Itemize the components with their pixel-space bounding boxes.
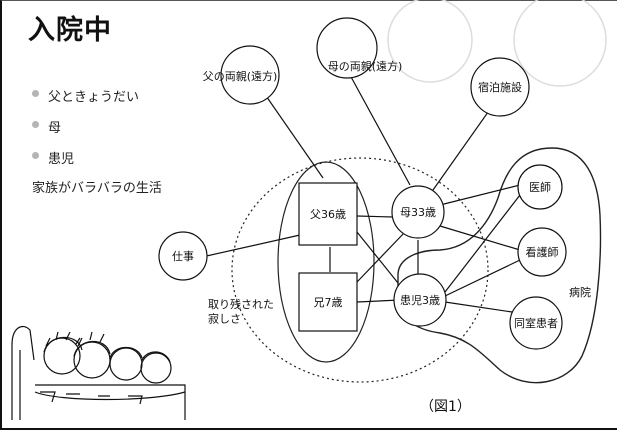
node-mother-parents [316, 17, 378, 79]
label-father: 父36歳 [310, 208, 346, 221]
node-lodging [470, 57, 530, 117]
node-nurse [517, 227, 567, 277]
label-roommate: 同室患者 [514, 316, 558, 330]
label-work: 仕事 [172, 250, 194, 263]
label-hospital: 病院 [569, 285, 591, 299]
label-father-parents: 父の両親(遠方) [203, 69, 278, 83]
decor-circle [513, 0, 607, 87]
slide-title: 入院中 [28, 15, 112, 46]
node-father-parents [220, 45, 280, 105]
label-patient: 患児3歳 [400, 294, 440, 307]
node-mother [391, 185, 445, 239]
node-roommate [509, 296, 563, 350]
bullet-dot [32, 152, 39, 159]
children-illustration [11, 325, 186, 420]
label-lodging: 宿泊施設 [478, 80, 522, 94]
bullet-father-siblings: 父ときょうだい [32, 86, 140, 105]
bullet-dot [32, 90, 39, 97]
node-work [158, 231, 208, 281]
decor-circle [387, 0, 473, 83]
bullet-label: 患児 [48, 152, 75, 167]
summary-text: 家族がバラバラの生活 [32, 181, 162, 196]
family-boundary [231, 157, 489, 383]
label-nurse: 看護師 [526, 245, 559, 259]
father-sibling-group [277, 161, 375, 363]
label-mother-parents: 母の両親(遠方) [328, 59, 403, 73]
bullet-mother: 母 [32, 117, 62, 136]
bullet-patient: 患児 [32, 148, 75, 167]
node-doctor [517, 164, 563, 210]
label-sibling: 兄7歳 [314, 296, 343, 309]
relation-lines [201, 74, 521, 313]
bullet-dot [32, 121, 39, 128]
node-sibling [298, 272, 358, 332]
label-loneliness: 取り残された寂しさ [208, 297, 274, 325]
label-mother: 母33歳 [400, 206, 436, 219]
bullet-label: 父ときょうだい [48, 90, 140, 105]
figure-caption: （図1） [420, 399, 471, 415]
node-patient [393, 273, 447, 327]
label-doctor: 医師 [529, 181, 551, 194]
node-father [298, 182, 358, 246]
bullet-label: 母 [48, 121, 62, 136]
hospital-boundary [397, 147, 602, 384]
